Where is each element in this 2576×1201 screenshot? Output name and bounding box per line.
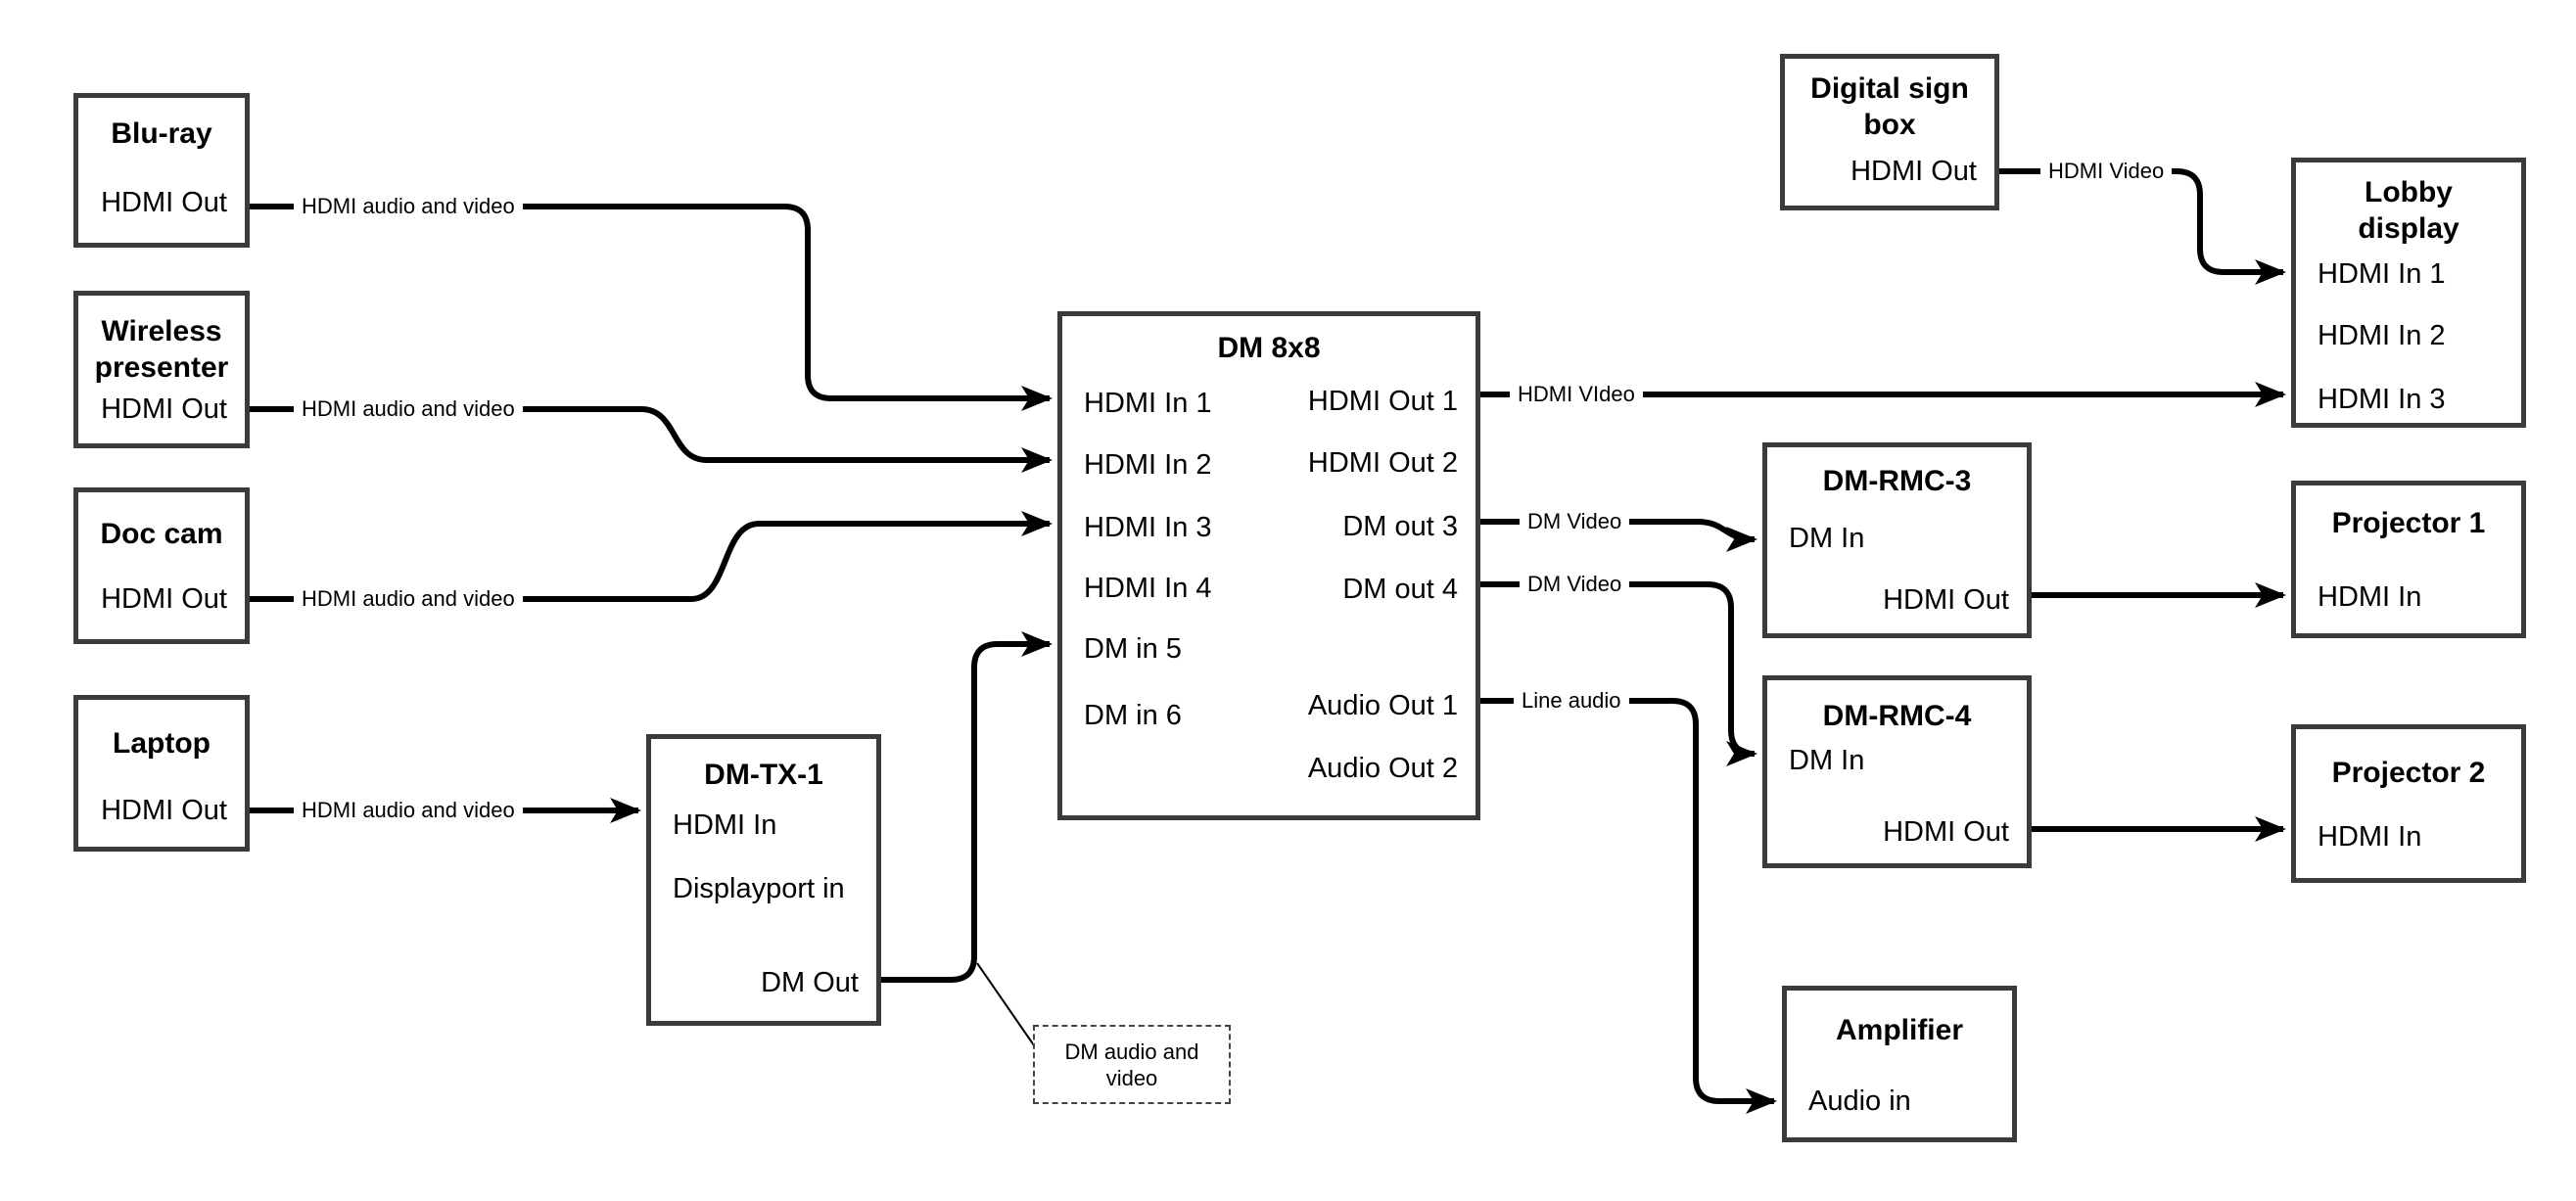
port-audio-in: Audio in — [1808, 1086, 1911, 1117]
port-hdmi-out: HDMI Out — [101, 393, 227, 425]
wire-signbox-to-lobby-in1 — [1999, 168, 2286, 285]
port-dm-in-5: DM in 5 — [1084, 633, 1182, 665]
node-title: DM-RMC-4 — [1822, 700, 1972, 732]
node-dm-rmc-3: DM-RMC-3 DM In HDMI Out — [1762, 442, 2032, 638]
port-hdmi-in-2: HDMI In 2 — [1084, 449, 1212, 481]
node-title: Wireless presenter — [94, 315, 229, 384]
node-doc-cam: Doc cam HDMI Out — [73, 487, 250, 644]
port-hdmi-out: HDMI Out — [1883, 584, 2009, 616]
node-title: Projector 1 — [2331, 507, 2486, 539]
port-hdmi-in-3: HDMI In 3 — [2318, 384, 2446, 415]
node-laptop: Laptop HDMI Out — [73, 695, 250, 852]
port-hdmi-out-2: HDMI Out 2 — [1307, 447, 1458, 479]
node-lobby-display: Lobby display HDMI In 1 HDMI In 2 HDMI I… — [2291, 158, 2526, 428]
port-dm-out-4: DM out 4 — [1342, 574, 1458, 605]
wire-label-wireless: HDMI audio and video — [294, 396, 523, 422]
port-hdmi-out: HDMI Out — [101, 795, 227, 826]
wire-dm8x8-out4-to-rmc4 — [1480, 581, 1757, 766]
node-bluray: Blu-ray HDMI Out — [73, 93, 250, 248]
node-digital-sign-box: Digital sign box HDMI Out — [1780, 54, 1999, 210]
node-projector-1: Projector 1 HDMI In — [2291, 481, 2526, 638]
wire-dm8x8-out3-to-rmc3 — [1480, 519, 1757, 552]
port-hdmi-in-3: HDMI In 3 — [1084, 512, 1212, 543]
node-projector-2: Projector 2 HDMI In — [2291, 724, 2526, 883]
port-hdmi-in-1: HDMI In 1 — [2318, 258, 2446, 290]
port-dm-out: DM Out — [761, 967, 859, 998]
node-title: Digital sign box — [1810, 72, 1969, 141]
port-hdmi-in: HDMI In — [2318, 821, 2422, 853]
node-title: Projector 2 — [2331, 757, 2486, 789]
annotation-leader-line — [976, 962, 1035, 1046]
wire-label-doccam: HDMI audio and video — [294, 586, 523, 612]
node-title: DM-TX-1 — [704, 759, 823, 791]
port-hdmi-out-1: HDMI Out 1 — [1307, 386, 1458, 417]
node-title: Lobby display — [2358, 176, 2459, 245]
node-title: Amplifier — [1835, 1014, 1964, 1046]
wire-label-dm-video-out3: DM Video — [1520, 509, 1630, 534]
port-audio-out-1: Audio Out 1 — [1307, 690, 1458, 721]
port-hdmi-out: HDMI Out — [101, 583, 227, 615]
port-audio-out-2: Audio Out 2 — [1307, 753, 1458, 784]
wire-dmtx1-to-dm8x8-in5 — [879, 631, 1053, 983]
port-hdmi-in: HDMI In — [2318, 581, 2422, 613]
annotation-dm-audio-video: DM audio and video — [1033, 1025, 1231, 1104]
node-dm-8x8: DM 8x8 HDMI In 1 HDMI In 2 HDMI In 3 HDM… — [1057, 311, 1480, 820]
wire-label-hdmi-video-out1: HDMI VIdeo — [1510, 382, 1643, 407]
port-hdmi-in-4: HDMI In 4 — [1084, 573, 1212, 604]
port-dm-in-6: DM in 6 — [1084, 700, 1182, 731]
node-title: Laptop — [113, 727, 211, 760]
port-hdmi-in: HDMI In — [673, 809, 777, 841]
port-hdmi-out: HDMI Out — [1850, 156, 1977, 187]
wire-bluray-to-dm8x8-in1 — [250, 204, 1053, 411]
port-dm-in: DM In — [1789, 745, 1865, 776]
node-dm-tx-1: DM-TX-1 HDMI In Displayport in DM Out — [646, 734, 881, 1026]
wire-wireless-to-dm8x8-in2 — [250, 406, 1053, 473]
node-title: Blu-ray — [111, 117, 212, 150]
node-title: Doc cam — [100, 518, 223, 550]
node-title: DM 8x8 — [1217, 332, 1321, 364]
wire-label-laptop: HDMI audio and video — [294, 798, 523, 823]
port-dm-out-3: DM out 3 — [1342, 511, 1458, 542]
wire-dm8x8-aout1-to-amplifier — [1480, 698, 1777, 1114]
node-amplifier: Amplifier Audio in — [1782, 986, 2017, 1142]
node-title: DM-RMC-3 — [1822, 465, 1972, 497]
wire-label-sign-hdmi-video: HDMI Video — [2040, 159, 2173, 184]
wire-label-bluray: HDMI audio and video — [294, 194, 523, 219]
port-dm-in: DM In — [1789, 523, 1865, 554]
node-wireless-presenter: Wireless presenter HDMI Out — [73, 291, 250, 448]
port-hdmi-in-1: HDMI In 1 — [1084, 388, 1212, 419]
port-hdmi-out: HDMI Out — [1883, 816, 2009, 848]
port-hdmi-out: HDMI Out — [101, 187, 227, 218]
port-hdmi-in-2: HDMI In 2 — [2318, 320, 2446, 351]
wire-label-dm-video-out4: DM Video — [1520, 572, 1630, 597]
wire-doccam-to-dm8x8-in3 — [250, 511, 1053, 602]
port-displayport-in: Displayport in — [673, 873, 845, 904]
wire-label-line-audio: Line audio — [1514, 688, 1629, 714]
node-dm-rmc-4: DM-RMC-4 DM In HDMI Out — [1762, 675, 2032, 868]
